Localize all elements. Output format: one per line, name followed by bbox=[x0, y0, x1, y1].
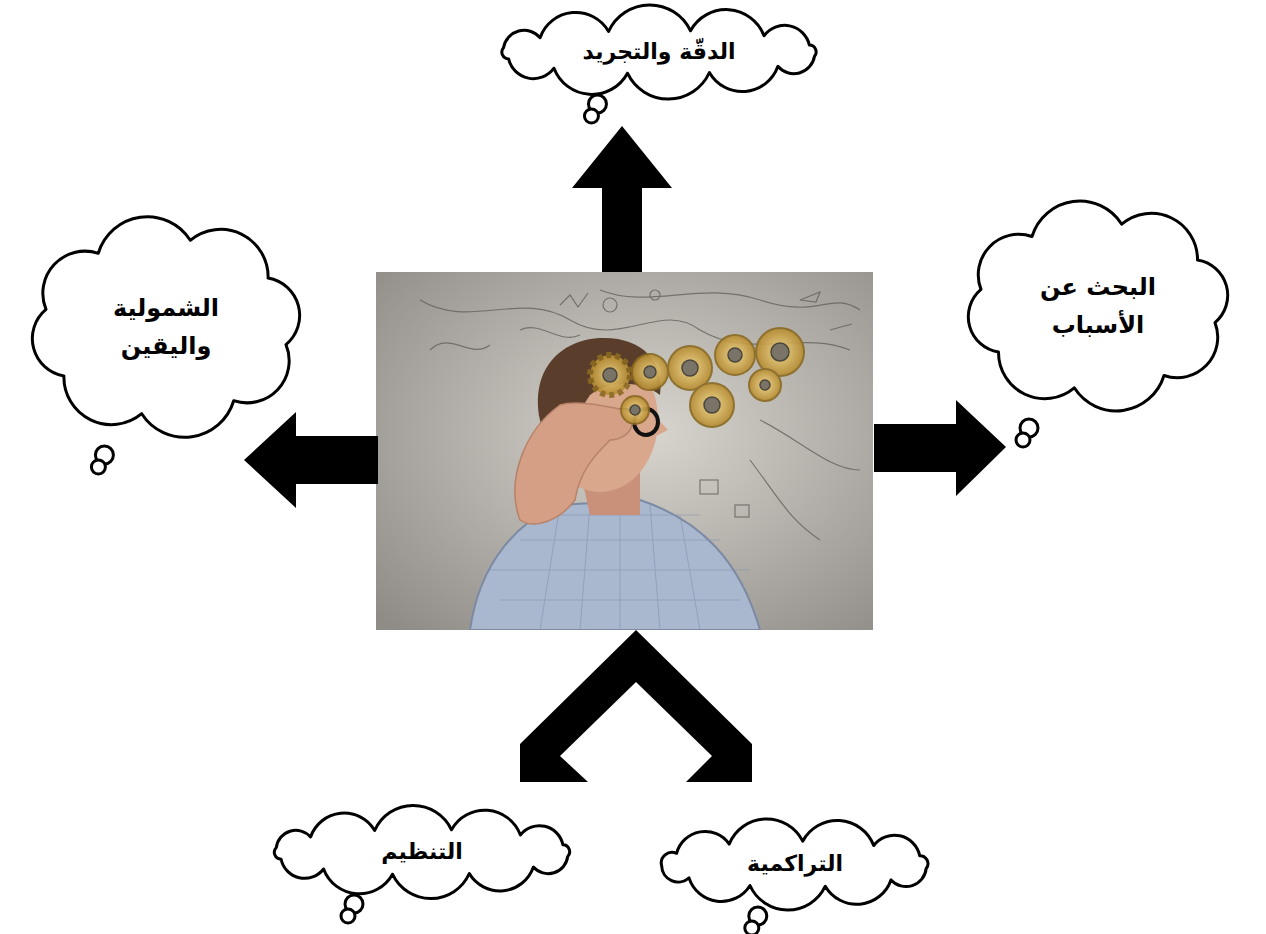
thought-cloud: الشمولية واليقين bbox=[12, 207, 320, 447]
thought-cloud: التنظيم bbox=[252, 808, 592, 896]
gear-icons bbox=[590, 328, 804, 427]
cloud-label: التنظيم bbox=[381, 834, 462, 869]
cloud-label: الشمولية واليقين bbox=[91, 289, 241, 366]
thinking-man-photo bbox=[376, 272, 873, 630]
thought-cloud: التراكمية bbox=[640, 820, 950, 908]
cloud-outline bbox=[12, 207, 320, 447]
thought-cloud: البحث عن الأسباب bbox=[948, 192, 1248, 420]
cloud-label: البحث عن الأسباب bbox=[1023, 268, 1173, 345]
cloud-outline bbox=[948, 192, 1248, 420]
block-arrows bbox=[244, 126, 1006, 782]
cloud-label: التراكمية bbox=[747, 846, 843, 881]
thought-cloud: الدقّة والتجريد bbox=[478, 8, 840, 96]
cloud-label: الدقّة والتجريد bbox=[583, 34, 736, 69]
